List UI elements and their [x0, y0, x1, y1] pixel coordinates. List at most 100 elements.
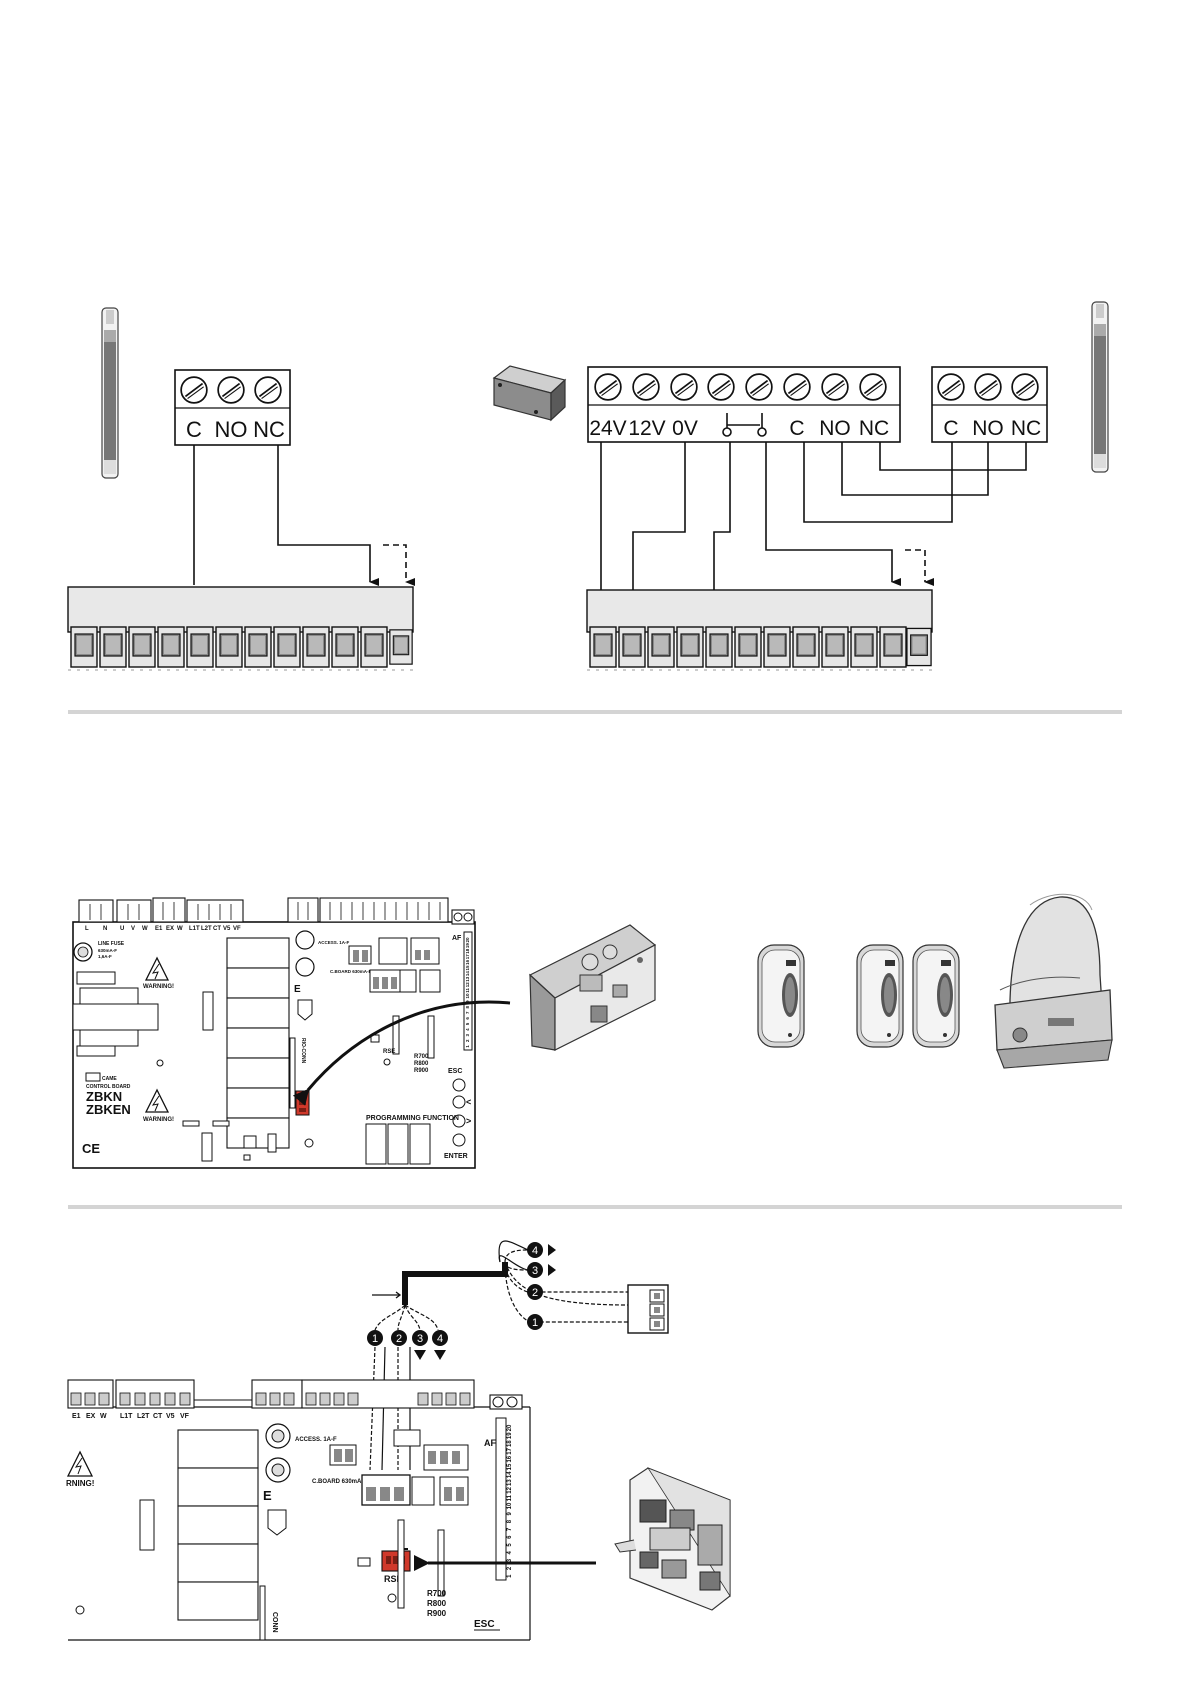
board-top-terminal-cells	[89, 902, 441, 920]
af-terminal-number: 14	[507, 1471, 513, 1478]
board-label-v5: V5	[223, 926, 231, 932]
terminal-main-no: NO	[819, 417, 851, 440]
left-contact-terminal: C NO NC	[174, 369, 291, 446]
contact-symbol-2	[757, 413, 767, 437]
upper-wire-1-label: 1	[532, 1317, 538, 1329]
brand-logo-text: CAME	[102, 1076, 117, 1082]
esc-label-3: ESC	[474, 1619, 495, 1630]
upper-wire-markers: 4 3 2 1	[527, 1242, 556, 1330]
af-terminal-number: 5	[507, 1543, 513, 1547]
receiver-module	[492, 365, 567, 422]
warning-triangle-icon-3	[66, 1450, 94, 1477]
aux-terminal-nc: NC	[1011, 417, 1041, 440]
af-terminal-number: 9	[465, 1000, 470, 1003]
af-terminal-number: 14	[465, 971, 470, 977]
af-terminal-number: 7	[507, 1527, 513, 1531]
rse-label-2: RSE	[383, 1049, 395, 1055]
b3-label-w: W	[100, 1413, 107, 1420]
remote-transmitter-pair-2	[912, 944, 960, 1048]
af-terminal-number: 20	[465, 937, 470, 943]
right-board-terminal-strip	[586, 589, 933, 671]
diagram-1-wiring: C NO NC	[67, 301, 1109, 671]
warning-label-3: RNING!	[66, 1479, 94, 1488]
lower-wire-2-label: 2	[396, 1333, 402, 1345]
af-terminal-number: 8	[507, 1519, 513, 1523]
b3-label-e1: E1	[72, 1413, 81, 1420]
af-terminal-number: 15	[465, 965, 470, 971]
left-terminal-nc: NC	[253, 417, 285, 442]
af-terminal-number: 10	[465, 993, 470, 999]
af-terminal-number: 10	[507, 1502, 513, 1509]
board-top-terminals	[78, 897, 475, 925]
lower-wire-3-label: 3	[417, 1333, 423, 1345]
r800-label-2: R800	[414, 1061, 429, 1067]
cboard-fuse-label-3: C.BOARD 630mA-F	[312, 1479, 367, 1485]
left-terminal-c: C	[186, 417, 202, 442]
r700-label-2: R700	[414, 1054, 429, 1060]
model-zbken: ZBKEN	[86, 1102, 131, 1117]
board-top-labels: L N U V W E1 EX W L1T L2T CT V5 VF	[85, 926, 241, 932]
b3-label-vf: VF	[180, 1413, 190, 1420]
lower-wire-markers: 1 2 3 4	[367, 1330, 448, 1360]
diagram-3-rse-connection: 4 3 2 1	[66, 1240, 731, 1641]
b3-label-v5: V5	[166, 1413, 175, 1420]
rse-card-image	[614, 1467, 731, 1611]
board-label-n: N	[103, 926, 107, 932]
access-fuse-label-3: ACCESS. 1A-F	[295, 1437, 337, 1443]
board-label-w: W	[142, 926, 148, 932]
board-label-l2t: L2T	[201, 926, 212, 932]
down-chevron: <	[466, 1097, 471, 1107]
b3-label-l2t: L2T	[137, 1413, 150, 1420]
board-label-ct: CT	[213, 926, 221, 932]
esc-label-2: ESC	[448, 1068, 462, 1075]
conn-label-3: CONN	[271, 1612, 278, 1633]
upper-wire-2-label: 2	[532, 1287, 538, 1299]
af-terminal-number: 19	[507, 1432, 513, 1439]
model-zbkn: ZBKN	[86, 1089, 122, 1104]
af-terminal-number: 1	[465, 1045, 470, 1048]
upper-wires	[498, 1240, 629, 1323]
section-separator-2	[68, 1205, 1122, 1209]
af-terminal-number: 16	[465, 959, 470, 965]
af-terminal-number: 19	[465, 943, 470, 949]
board-screw-2	[463, 912, 473, 922]
r700-label-3: R700	[427, 1589, 447, 1598]
warning-triangle-icon	[144, 956, 170, 981]
warning-label-2: WARNING!	[143, 1117, 174, 1123]
r900-label-2: R900	[414, 1068, 429, 1074]
remote-transmitter-single	[757, 944, 805, 1048]
right-aux-terminal: C NO NC	[931, 366, 1048, 443]
af-terminal-number: 17	[507, 1447, 513, 1454]
af-terminal-number: 11	[507, 1494, 513, 1501]
af-terminal-number: 2	[507, 1566, 513, 1570]
af-terminal-number: 15	[507, 1463, 513, 1470]
board-screw-1	[453, 912, 463, 922]
af-terminal-number: 12	[507, 1486, 513, 1493]
line-fuse-label: LINE FUSE	[98, 941, 125, 947]
af-terminal-number: 6	[465, 1017, 470, 1020]
left-terminal-no: NO	[215, 417, 248, 442]
e-label: E	[294, 984, 301, 995]
up-button	[452, 1114, 466, 1128]
accessory-card-image	[528, 924, 657, 1051]
board-label-e1: E1	[155, 926, 163, 932]
plug-in-arrow-2	[292, 1000, 511, 1106]
board-label-u: U	[120, 926, 124, 932]
trimmer-1	[295, 930, 315, 950]
access-fuse-label: ACCESS. 1A-F	[318, 940, 350, 945]
af-terminal-number: 11	[465, 988, 470, 993]
up-chevron: >	[466, 1116, 471, 1126]
af-label: AF	[452, 935, 462, 942]
enter-button	[452, 1133, 466, 1147]
af-terminal-number: 18	[507, 1440, 513, 1447]
lower-wire-1-label: 1	[372, 1333, 378, 1345]
af-terminal-number: 13	[465, 976, 470, 982]
left-board-terminal-strip	[67, 586, 414, 671]
upper-wire-4-label: 4	[532, 1245, 538, 1257]
af-terminal-number: 4	[465, 1028, 470, 1031]
fuse-rating-2: 1,6A-F	[98, 954, 112, 959]
right-main-terminal: 24V 12V 0V C NO NC	[587, 366, 901, 443]
ce-mark: CE	[82, 1141, 100, 1156]
terminal-main-c: C	[789, 417, 804, 440]
